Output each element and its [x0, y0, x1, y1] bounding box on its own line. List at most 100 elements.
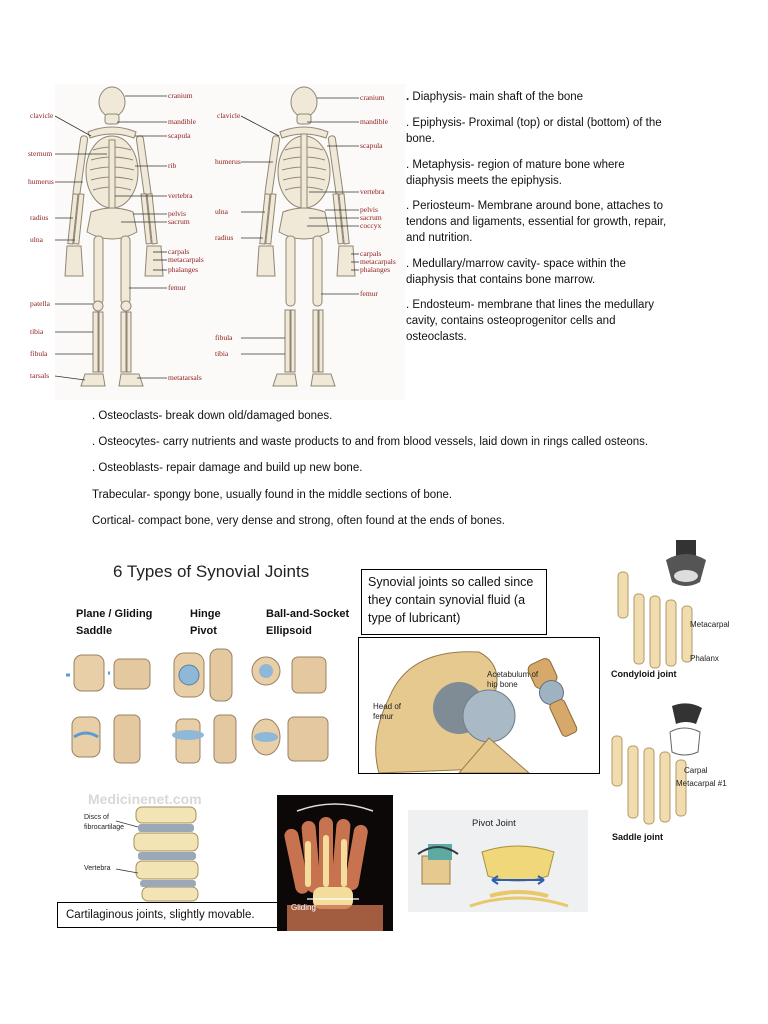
synovial-col2: Hinge Pivot [190, 606, 221, 640]
cartilaginous-note-text: Cartilaginous joints, slightly movable. [66, 909, 255, 921]
label-back-femur: femur [360, 289, 378, 298]
bone-term-diaphysis: . Diaphysis- main shaft of the bone [406, 91, 584, 103]
pivot-block-icon [417, 844, 459, 885]
saddle-joint-illustration [71, 714, 141, 764]
label-back-radius: radius [215, 233, 234, 242]
pivot-joint-figure: Pivot Joint [408, 810, 588, 912]
bone-term-epiphysis: . Epiphysis- Proximal (top) or distal (b… [406, 117, 662, 145]
saddle-label-metacarpal: Metacarpal #1 [676, 779, 727, 788]
label-back-humerus: humerus [215, 157, 241, 166]
plane-joint-illustration [66, 654, 151, 692]
condyloid-figure: Metacarpal Phalanx [604, 534, 754, 684]
spine-drawing [115, 806, 199, 902]
pivot-drawing [417, 844, 569, 908]
condyloid-caption: Condyloid joint [611, 669, 677, 679]
label-back-mandible: mandible [360, 117, 388, 126]
label-mandible: mandible [168, 117, 196, 126]
saddle-figure: Carpal Metacarpal #1 [604, 700, 754, 830]
label-sternum: sternum [28, 149, 53, 158]
label-back-scapula: scapula [360, 141, 383, 150]
hip-joint-figure: Acetabulum of hip bone Head of femur [358, 637, 600, 774]
label-fibula: fibula [30, 349, 48, 358]
hip-label-acetabulum: Acetabulum of hip bone [487, 670, 539, 689]
type-pivot: Pivot [190, 625, 217, 637]
label-back-fibula: fibula [215, 333, 233, 342]
spine-label-vertebra: Vertebra [84, 865, 111, 872]
skeleton-figure: cranium mandible scapula rib vertebra pe… [55, 84, 405, 400]
type-plane: Plane / Gliding [76, 608, 153, 620]
label-back-ulna: ulna [215, 207, 228, 216]
saddle-caption: Saddle joint [612, 832, 664, 842]
label-tarsals: tarsals [30, 371, 50, 380]
ellipsoid-joint-illustration [251, 716, 329, 762]
hip-joint-drawing [375, 651, 578, 774]
label-back-phalanges: phalanges [360, 265, 390, 274]
gliding-hand-figure: Gliding [277, 795, 393, 931]
condyloid-label-phalanx: Phalanx [690, 654, 719, 663]
label-sacrum: sacrum [168, 217, 190, 226]
term-osteoblasts: . Osteoblasts- repair damage and build u… [92, 462, 363, 474]
term-osteoclasts: . Osteoclasts- break down old/damaged bo… [92, 410, 333, 422]
type-ball-socket: Ball-and-Socket [266, 608, 350, 620]
label-metatarsals: metatarsals [168, 373, 202, 382]
saddle-drawing [611, 703, 702, 825]
label-clavicle-front: clavicle [30, 111, 54, 120]
label-cranium: cranium [168, 91, 193, 100]
label-back-pelvis: pelvis [360, 205, 378, 214]
gliding-label: Gliding [291, 903, 316, 912]
label-metacarpals: metacarpals [168, 255, 204, 264]
type-hinge: Hinge [190, 608, 221, 620]
label-scapula: scapula [168, 131, 191, 140]
ball-socket-illustration [251, 656, 327, 694]
label-back-tibia: tibia [215, 349, 229, 358]
skeleton-front-drawing [55, 86, 359, 387]
label-patella: patella [30, 299, 50, 308]
gliding-hand-drawing [284, 803, 383, 931]
label-back-vertebra: vertebra [360, 187, 385, 196]
pivot-vertebra [469, 845, 569, 908]
type-saddle: Saddle [76, 625, 113, 637]
synovial-title: 6 Types of Synovial Joints [113, 562, 310, 581]
synovial-note-box: Synovial joints so called since they con… [361, 569, 547, 635]
pivot-title: Pivot Joint [472, 818, 516, 829]
hinge-joint-illustration [173, 648, 233, 702]
label-back-clavicle: clavicle [217, 111, 241, 120]
label-back-coccyx: coccyx [360, 221, 382, 230]
term-osteocytes: . Osteocytes- carry nutrients and waste … [92, 436, 649, 448]
saddle-label-carpal: Carpal [684, 766, 708, 775]
term-trabecular: Trabecular- spongy bone, usually found i… [92, 489, 453, 501]
synovial-joint-illustrations [66, 648, 329, 764]
bone-term-metaphysis: . Metaphysis- region of mature bone wher… [406, 159, 625, 187]
spine-watermark: Medicinenet.com [88, 791, 202, 807]
front-skeleton [64, 86, 164, 387]
label-back-cranium: cranium [360, 93, 385, 102]
label-phalanges: phalanges [168, 265, 198, 274]
label-vertebra: vertebra [168, 191, 193, 200]
hip-label-head: Head of femur [373, 702, 402, 721]
label-tibia: tibia [30, 327, 44, 336]
back-skeleton [256, 86, 356, 387]
bone-term-medullary: . Medullary/marrow cavity- space within … [406, 258, 626, 286]
condyloid-drawing [617, 540, 706, 669]
label-radius: radius [30, 213, 49, 222]
label-back-sacrum: sacrum [360, 213, 382, 222]
type-ellipsoid: Ellipsoid [266, 625, 312, 637]
label-humerus: humerus [28, 177, 54, 186]
label-back-carpals: carpals [360, 249, 382, 258]
term-cortical: Cortical- compact bone, very dense and s… [92, 515, 505, 527]
condyloid-label-metacarpal: Metacarpal [690, 620, 730, 629]
synovial-col3: Ball-and-Socket Ellipsoid [266, 606, 349, 640]
label-pelvis: pelvis [168, 209, 186, 218]
label-carpals: carpals [168, 247, 190, 256]
bone-term-periosteum: . Periosteum- Membrane around bone, atta… [406, 200, 667, 244]
spine-label-discs: Discs of fibrocartilage [84, 814, 125, 831]
label-rib: rib [168, 161, 177, 170]
spine-figure: Medicinenet.com Discs of fibrocartilage … [84, 789, 230, 904]
pivot-joint-illustration [172, 714, 237, 764]
label-ulna: ulna [30, 235, 43, 244]
label-femur: femur [168, 283, 186, 292]
synovial-col1: Plane / Gliding Saddle [76, 606, 152, 640]
bone-term-endosteum: . Endosteum- membrane that lines the med… [406, 299, 655, 343]
label-back-metacarpals: metacarpals [360, 257, 396, 266]
synovial-note-text: Synovial joints so called since they con… [368, 575, 534, 625]
